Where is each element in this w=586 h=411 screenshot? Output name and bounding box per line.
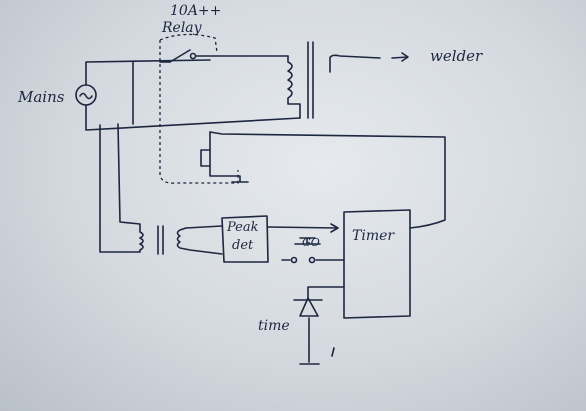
relay-coil (200, 131, 249, 183)
relay-contact (159, 49, 289, 63)
timer-to-relay-wire (209, 131, 446, 229)
welder-label: welder (430, 47, 483, 65)
peak-detector-label-line1: Peak (227, 220, 259, 235)
mains-top-wire (85, 59, 211, 86)
relay-enclosure (159, 40, 239, 184)
relay-rating-label: 10A++ (170, 3, 222, 19)
welder-transformer-secondary (329, 54, 381, 73)
peak-to-timer-wire (267, 223, 339, 233)
time-label: time (258, 318, 290, 334)
go-label: GO (302, 236, 320, 249)
timer-box (343, 209, 411, 319)
welder-transformer-primary (287, 55, 301, 119)
go-switch (281, 237, 345, 264)
peak-detector-box (221, 215, 269, 263)
mains-bottom-wire (85, 104, 301, 131)
welder-output-arrow (391, 52, 409, 62)
sense-transformer-secondary (176, 227, 223, 255)
relay-label: Relay (162, 20, 202, 36)
mains-label: Mains (18, 88, 65, 106)
welder-transformer-core (307, 41, 314, 119)
time-capacitor (293, 286, 345, 365)
mains-source (75, 84, 97, 106)
peak-detector-label-line2: det (232, 238, 254, 253)
timer-label: Timer (352, 228, 395, 244)
sense-wire (99, 123, 144, 253)
sense-transformer-core (157, 225, 164, 255)
